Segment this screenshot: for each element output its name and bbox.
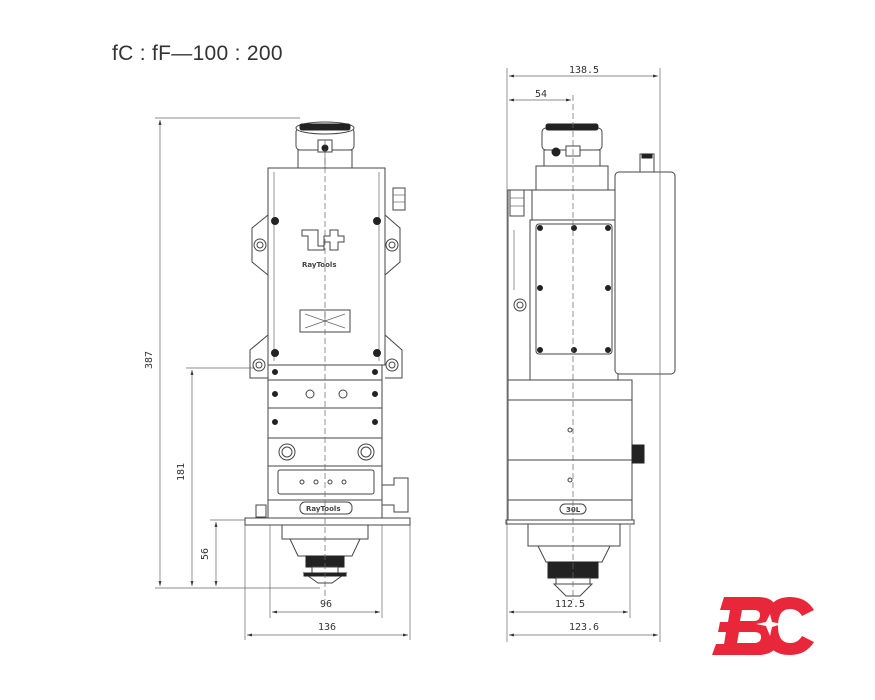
- front-view: RayTools RayTools: [244, 121, 411, 600]
- right-port: [357, 443, 375, 461]
- dim-112-5: 112.5: [555, 599, 585, 610]
- side-view: 30L: [505, 95, 676, 600]
- side-dimensions: 138.5 54 112.5 123.6: [506, 65, 661, 642]
- dim-56: 56: [200, 548, 211, 560]
- left-upper-ear: [251, 214, 269, 276]
- dim-123-6: 123.6: [569, 622, 599, 633]
- brand-label-bottom: RayTools: [306, 505, 341, 513]
- ratio-title: fC : fF—100 : 200: [112, 42, 283, 65]
- side-plate-label: 30L: [566, 506, 581, 514]
- dim-387: 387: [144, 351, 155, 369]
- dim-96: 96: [320, 599, 332, 610]
- brand-label-top: RayTools: [302, 261, 337, 269]
- side-lower-block: [507, 379, 633, 521]
- brand-logo-front: RayTools: [301, 229, 345, 269]
- bc-logo: [712, 597, 814, 655]
- dim-138-5: 138.5: [569, 65, 599, 76]
- housing-screws: [271, 217, 381, 357]
- front-dimensions: 387 181 56 96 136: [144, 117, 411, 640]
- side-left-column: [507, 189, 533, 381]
- base-plate: [244, 517, 411, 526]
- led-panel: [277, 469, 375, 495]
- side-knob: [541, 123, 603, 167]
- air-fitting: [392, 187, 406, 211]
- side-cover-plate: [535, 223, 613, 355]
- side-control-box: [614, 171, 676, 375]
- dim-181: 181: [176, 463, 187, 481]
- nozzle-side: [527, 523, 621, 597]
- brand-plate-bottom: [299, 501, 353, 515]
- dim-54: 54: [535, 89, 547, 100]
- left-port: [278, 443, 296, 461]
- dim-136: 136: [318, 622, 336, 633]
